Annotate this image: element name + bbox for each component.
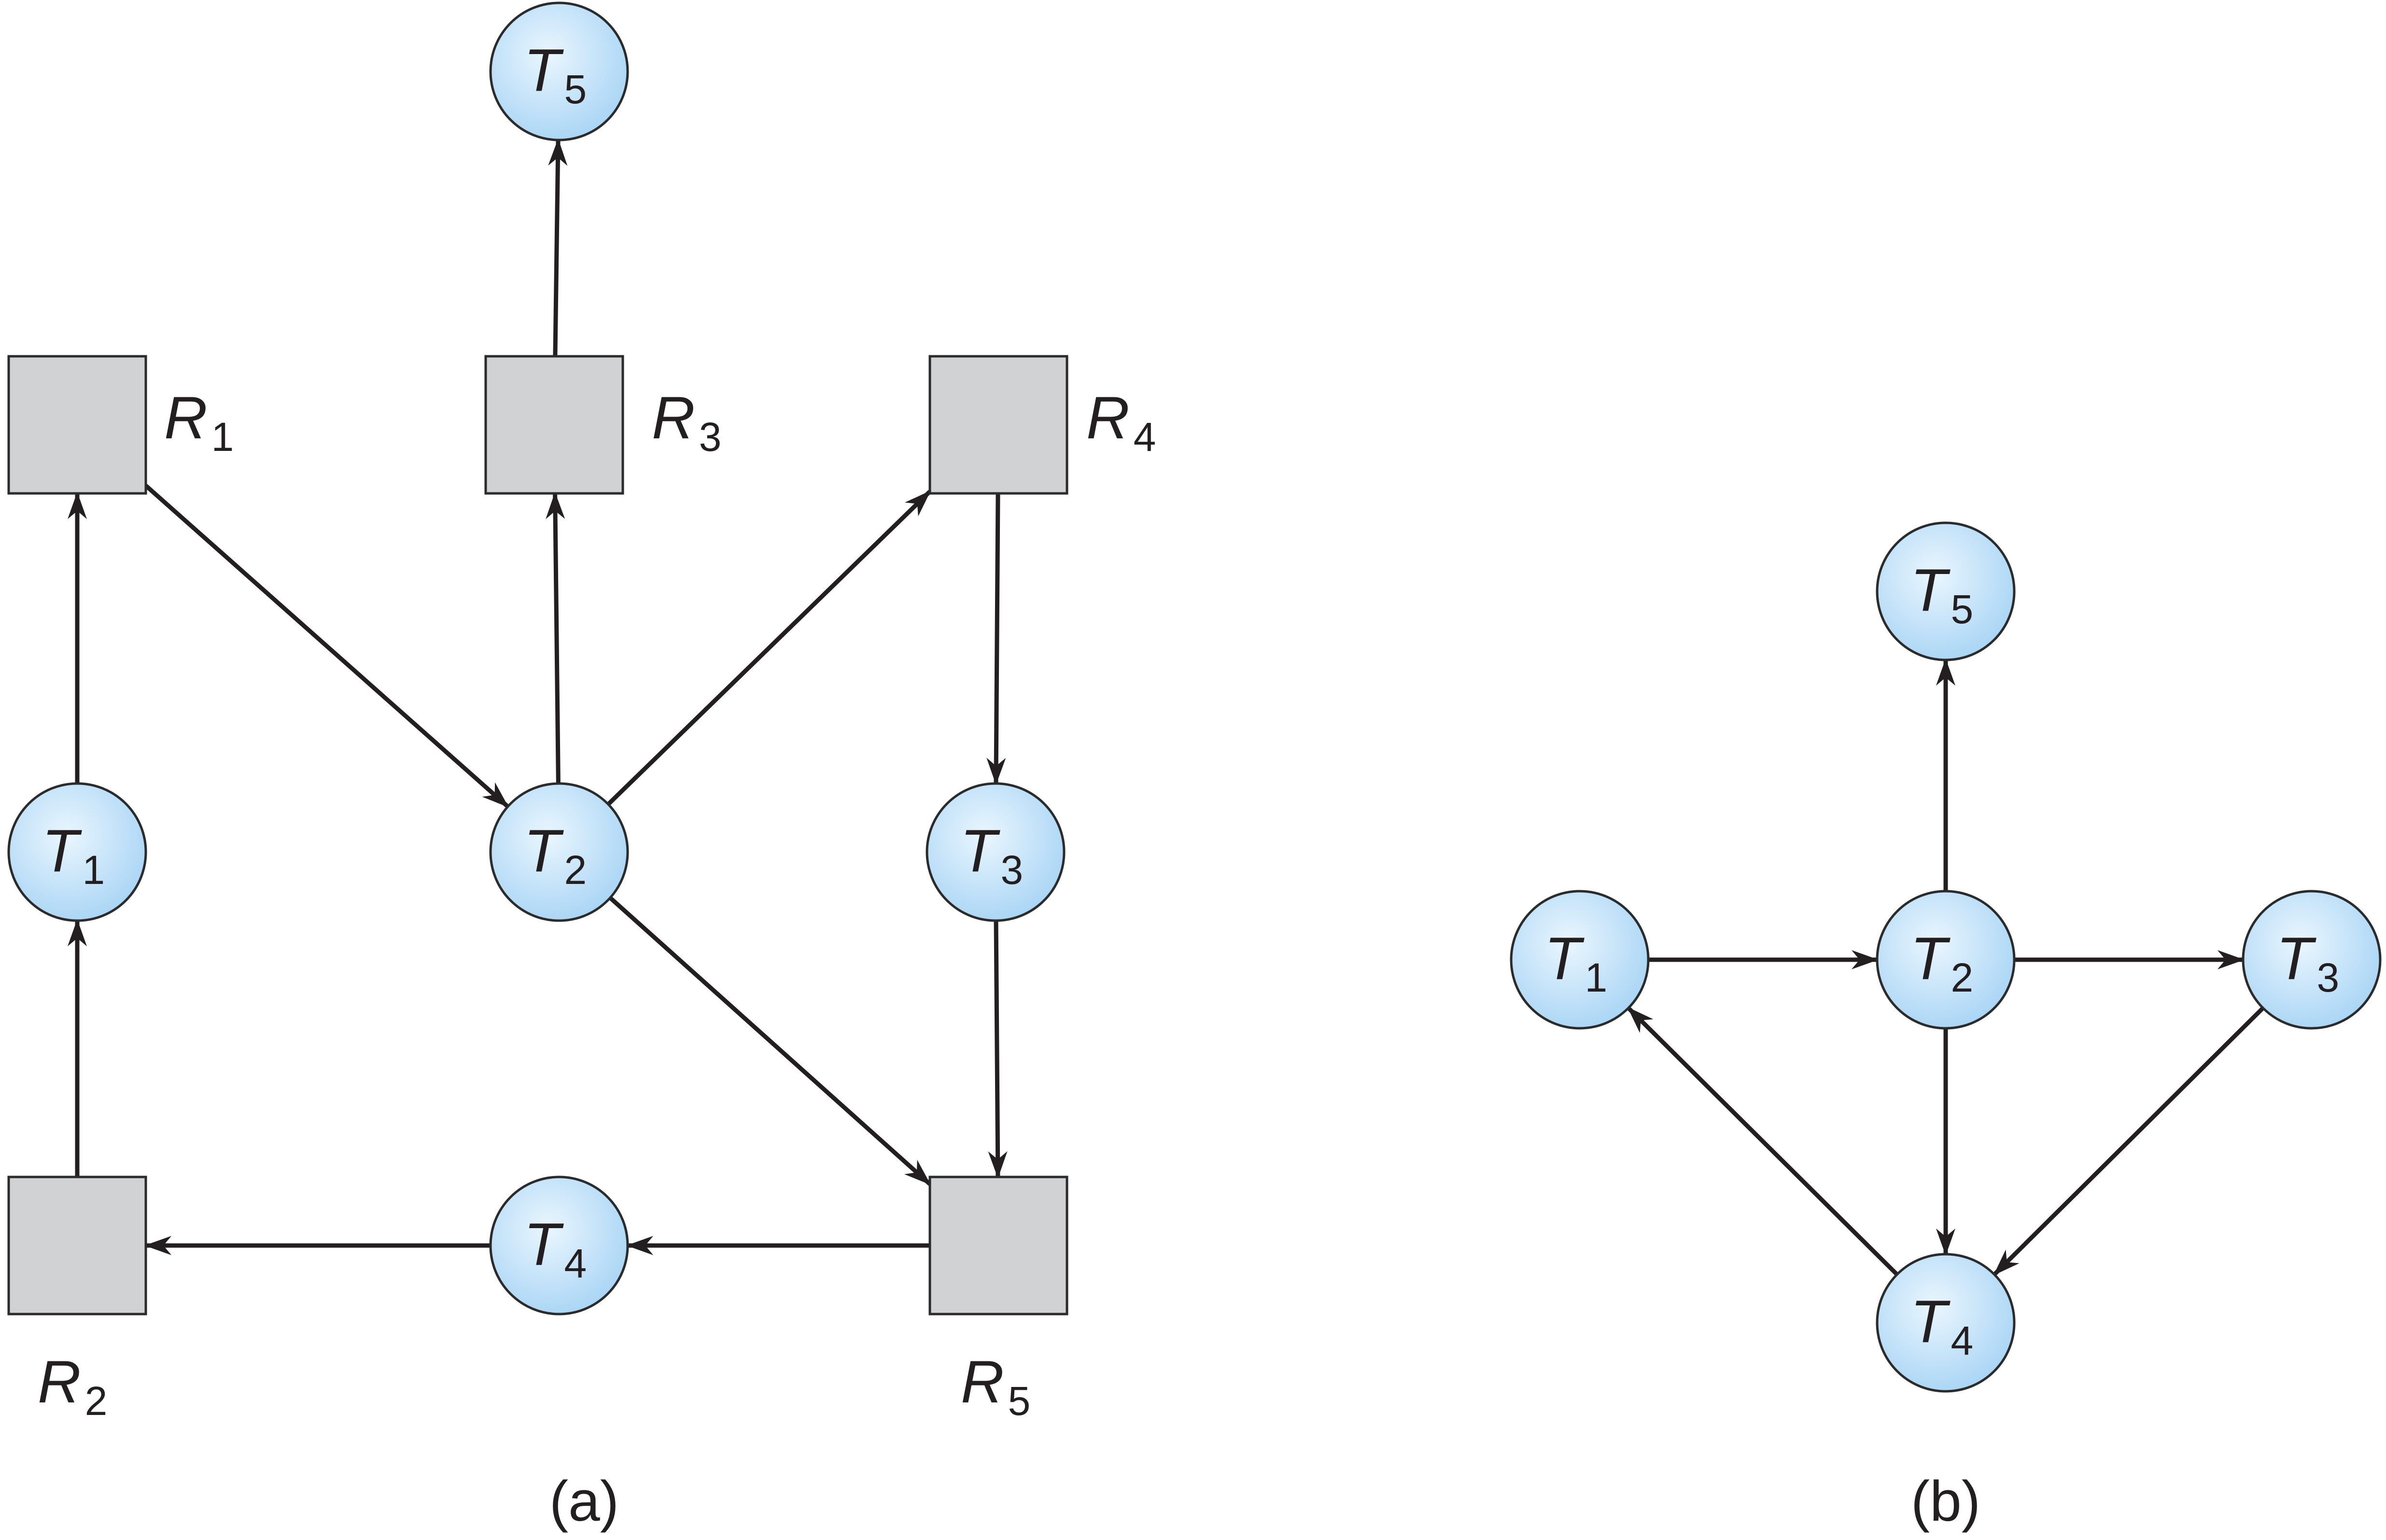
b-edge-t3-to-t4: [1993, 1006, 2265, 1276]
thread-label: T1: [1544, 925, 1607, 1000]
b-thread-t3: T3: [2242, 890, 2382, 1030]
resource-r4: R4: [928, 355, 1156, 495]
b-thread-t1: T1: [1510, 890, 1650, 1030]
thread-circle: [7, 782, 147, 922]
resource-square: [484, 355, 624, 495]
thread-circle: [1876, 1253, 2016, 1393]
thread-circle: [489, 782, 629, 922]
b-thread-t5: T5: [1876, 521, 2016, 661]
thread-label: T4: [524, 1211, 587, 1286]
a-edge-t2-to-r5: [608, 896, 932, 1186]
a-edge-r1-to-t2: [144, 484, 509, 809]
resource-label: R4: [1086, 385, 1156, 460]
a-edge-r4-to-t3: [986, 493, 1006, 785]
thread-label: T3: [960, 818, 1023, 893]
thread-circle: [1510, 890, 1650, 1030]
a-thread-t2: T2: [489, 782, 629, 922]
wait-for-edges: [1627, 658, 2265, 1276]
caption-a: (a): [549, 1470, 619, 1533]
resource-label: R2: [38, 1349, 107, 1424]
b-thread-t4: T4: [1876, 1253, 2016, 1393]
a-thread-t5: T5: [489, 1, 629, 141]
thread-label: T1: [42, 818, 105, 893]
thread-circle: [489, 1, 629, 141]
thread-label: T5: [524, 37, 587, 112]
thread-circle: [1876, 521, 2016, 661]
a-edge-r3-to-t5: [548, 139, 568, 357]
resource-square: [928, 1176, 1068, 1316]
b-edge-t4-to-t1: [1627, 1006, 1899, 1276]
a-thread-t3: T3: [926, 782, 1066, 922]
resource-square: [7, 355, 147, 495]
thread-label: T2: [524, 818, 587, 893]
thread-label: T3: [2276, 925, 2339, 1000]
thread-circle: [489, 1176, 629, 1316]
a-edge-t2-to-r4: [606, 490, 932, 806]
resource-square: [928, 355, 1068, 495]
resource-r2: R2: [7, 1176, 147, 1424]
resource-r5: R5: [928, 1176, 1068, 1424]
thread-label: T5: [1910, 557, 1973, 632]
b-thread-t2: T2: [1876, 890, 2016, 1030]
thread-circle: [1876, 890, 2016, 1030]
thread-circle: [926, 782, 1066, 922]
a-thread-t4: T4: [489, 1176, 629, 1316]
resource-r1: R1: [7, 355, 234, 495]
allocation-edges: [68, 139, 1008, 1255]
a-thread-t1: T1: [7, 782, 147, 922]
a-edge-t2-to-r3: [546, 492, 565, 784]
resource-r3: R3: [484, 355, 721, 495]
resource-label: R3: [652, 385, 721, 460]
resource-label: R1: [164, 385, 234, 460]
resource-square: [7, 1176, 147, 1316]
thread-circle: [2242, 890, 2382, 1030]
a-edge-t3-to-r5: [988, 920, 1008, 1178]
thread-label: T2: [1910, 925, 1973, 1000]
caption-b: (b): [1911, 1470, 1980, 1533]
resource-label: R5: [961, 1349, 1030, 1424]
thread-label: T4: [1910, 1288, 1973, 1363]
